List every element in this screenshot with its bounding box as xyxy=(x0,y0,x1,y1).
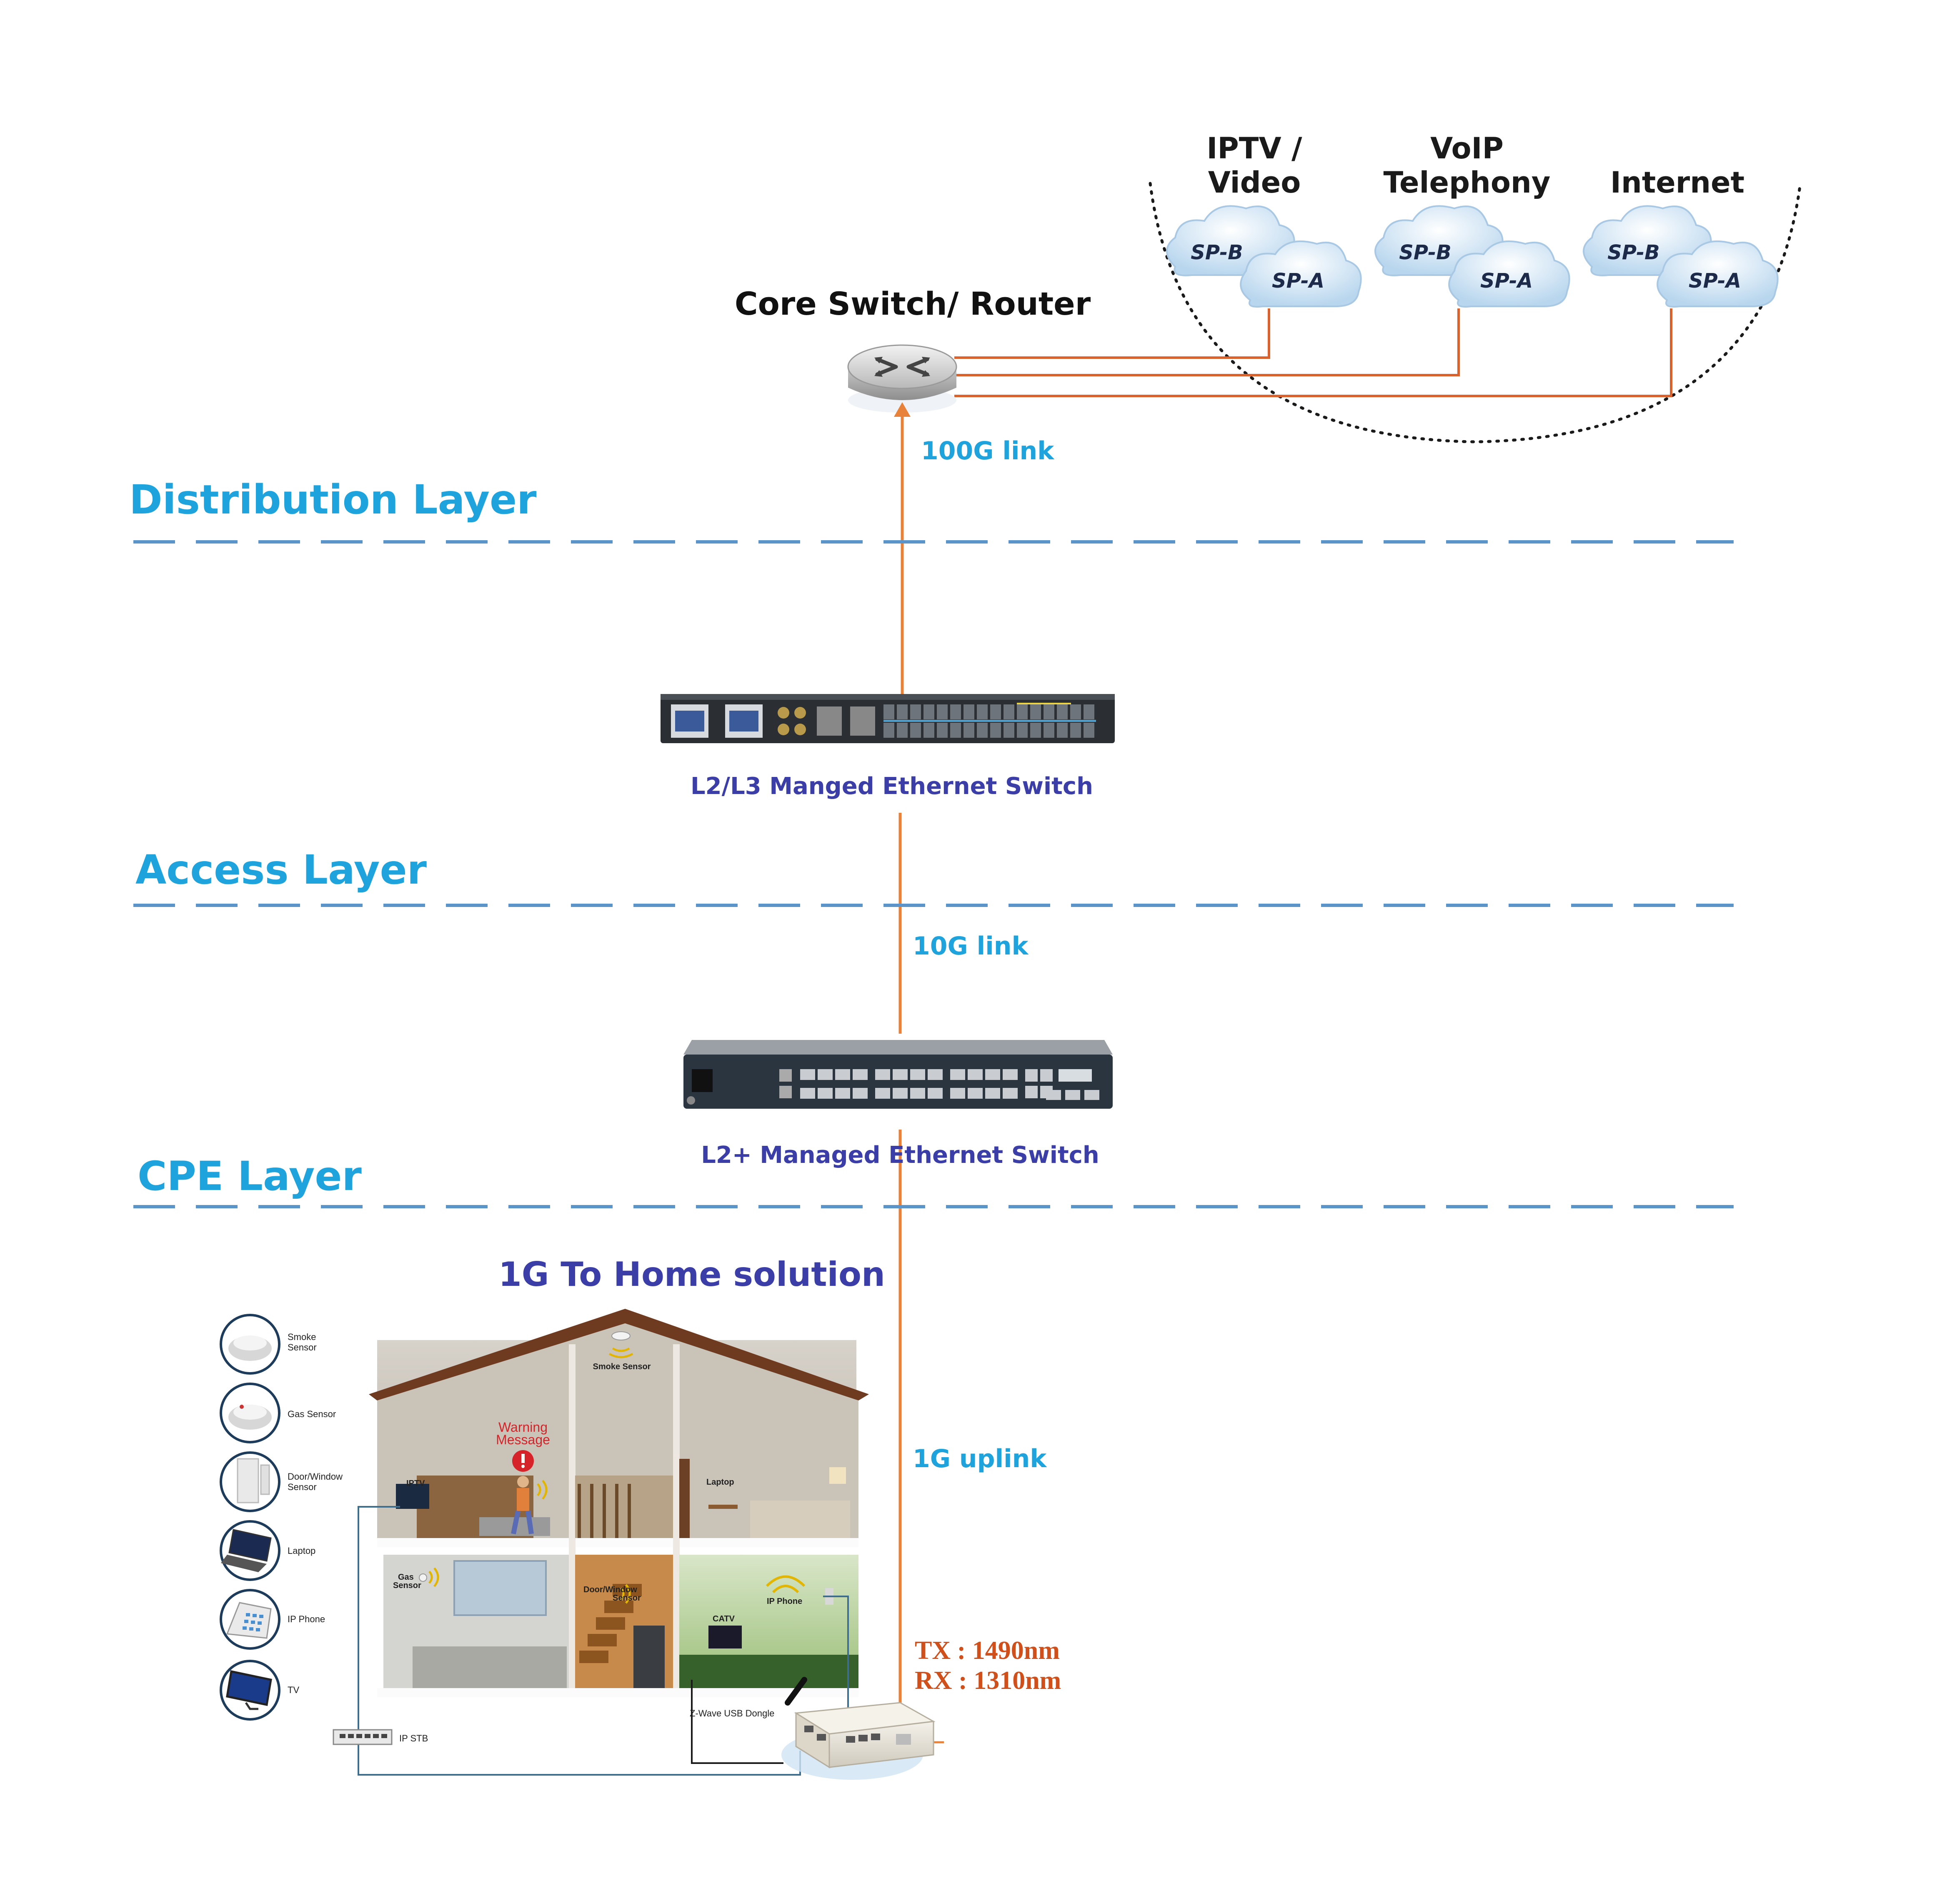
legend-tv-label: TV xyxy=(288,1685,299,1695)
link-1g-label: 1G uplink xyxy=(913,1444,1047,1473)
room-iptv-label: IPTV xyxy=(406,1479,425,1488)
home-wire-iptv xyxy=(358,1506,400,1746)
l2l3-switch-icon xyxy=(661,694,1115,743)
legend-gas-sensor-icon xyxy=(220,1383,280,1443)
room-catv-label: CATV xyxy=(713,1614,735,1623)
room-ip-phone-label: IP Phone xyxy=(767,1597,802,1606)
tx-wavelength-label: TX : 1490nm xyxy=(915,1636,1060,1665)
room-gas-label-1: Gas xyxy=(398,1573,414,1582)
fiber-iptv xyxy=(954,308,1270,359)
room-door-label-1: Door/Window xyxy=(583,1585,637,1594)
room-door-label-2: Sensor xyxy=(613,1593,641,1603)
l2plus-switch-icon xyxy=(683,1040,1113,1109)
service-iptv-title-1: IPTV / xyxy=(1206,131,1302,165)
cloud-internet-sp-a-icon xyxy=(1657,240,1779,308)
fiber-internet xyxy=(954,308,1672,397)
cloud-iptv-sp-a-label: SP-A xyxy=(1272,269,1324,293)
cloud-voip-sp-a-label: SP-A xyxy=(1480,269,1533,293)
legend-ip-phone-icon xyxy=(220,1589,280,1650)
ip-stb-label: IP STB xyxy=(399,1733,428,1744)
cloud-iptv-sp-a-icon xyxy=(1240,240,1362,308)
ip-stb-icon xyxy=(333,1729,393,1745)
legend-door-window-sensor-icon xyxy=(220,1451,280,1512)
room-gas-label-2: Sensor xyxy=(393,1581,421,1590)
l2l3-switch-label: L2/L3 Manged Ethernet Switch xyxy=(691,773,1093,800)
legend-laptop-icon xyxy=(220,1520,280,1581)
home-wire-stb xyxy=(358,1746,801,1776)
home-solution-title: 1G To Home solution xyxy=(498,1255,885,1294)
cloud-voip-sp-a-icon xyxy=(1448,240,1570,308)
legend-smoke-label-1: Smoke xyxy=(288,1332,316,1342)
access-layer-title: Access Layer xyxy=(135,847,427,893)
room-warning-label-1: Warning xyxy=(498,1420,548,1435)
uplink-arrowhead xyxy=(894,402,911,417)
legend-door-label-1: Door/Window xyxy=(288,1471,343,1482)
l2plus-switch-label: L2+ Managed Ethernet Switch xyxy=(701,1142,1099,1169)
legend-smoke-sensor-icon xyxy=(220,1314,280,1375)
room-laptop-label: Laptop xyxy=(706,1478,734,1487)
link-10g-label: 10G link xyxy=(913,932,1029,961)
service-provider-boundary xyxy=(1149,182,1802,443)
legend-smoke-label-2: Sensor xyxy=(288,1342,317,1353)
service-iptv-title-2: Video xyxy=(1208,165,1301,200)
legend-door-label-2: Sensor xyxy=(288,1482,317,1492)
service-voip-title-2: Telephony xyxy=(1384,165,1551,200)
room-warning-label-2: Message xyxy=(496,1432,550,1447)
distribution-layer-title: Distribution Layer xyxy=(129,476,537,523)
service-internet-title: Internet xyxy=(1610,165,1744,200)
house-illustration xyxy=(369,1309,869,1697)
cloud-voip-sp-b-label: SP-B xyxy=(1399,241,1451,264)
cpe-layer-title: CPE Layer xyxy=(138,1153,362,1200)
legend-ip-phone-label: IP Phone xyxy=(288,1614,325,1624)
cloud-iptv-sp-b-label: SP-B xyxy=(1191,241,1243,264)
link-100g-label: 100G link xyxy=(921,436,1055,466)
service-voip-title-1: VoIP xyxy=(1430,131,1504,165)
legend-tv-icon xyxy=(220,1660,280,1721)
cloud-internet-sp-a-label: SP-A xyxy=(1689,269,1741,293)
fiber-voip xyxy=(954,308,1460,376)
zwave-dongle-label: Z-Wave USB Dongle xyxy=(690,1708,774,1719)
room-smoke-sensor-label: Smoke Sensor xyxy=(593,1362,651,1371)
cloud-internet-sp-b-label: SP-B xyxy=(1607,241,1659,264)
router-icon xyxy=(847,344,957,413)
legend-laptop-label: Laptop xyxy=(288,1546,315,1556)
core-router-title: Core Switch/ Router xyxy=(735,285,1091,322)
rx-wavelength-label: RX : 1310nm xyxy=(915,1666,1061,1695)
legend-gas-label: Gas Sensor xyxy=(288,1409,336,1419)
home-wire-zwave xyxy=(691,1680,783,1764)
cpe-gateway-icon xyxy=(781,1677,936,1780)
